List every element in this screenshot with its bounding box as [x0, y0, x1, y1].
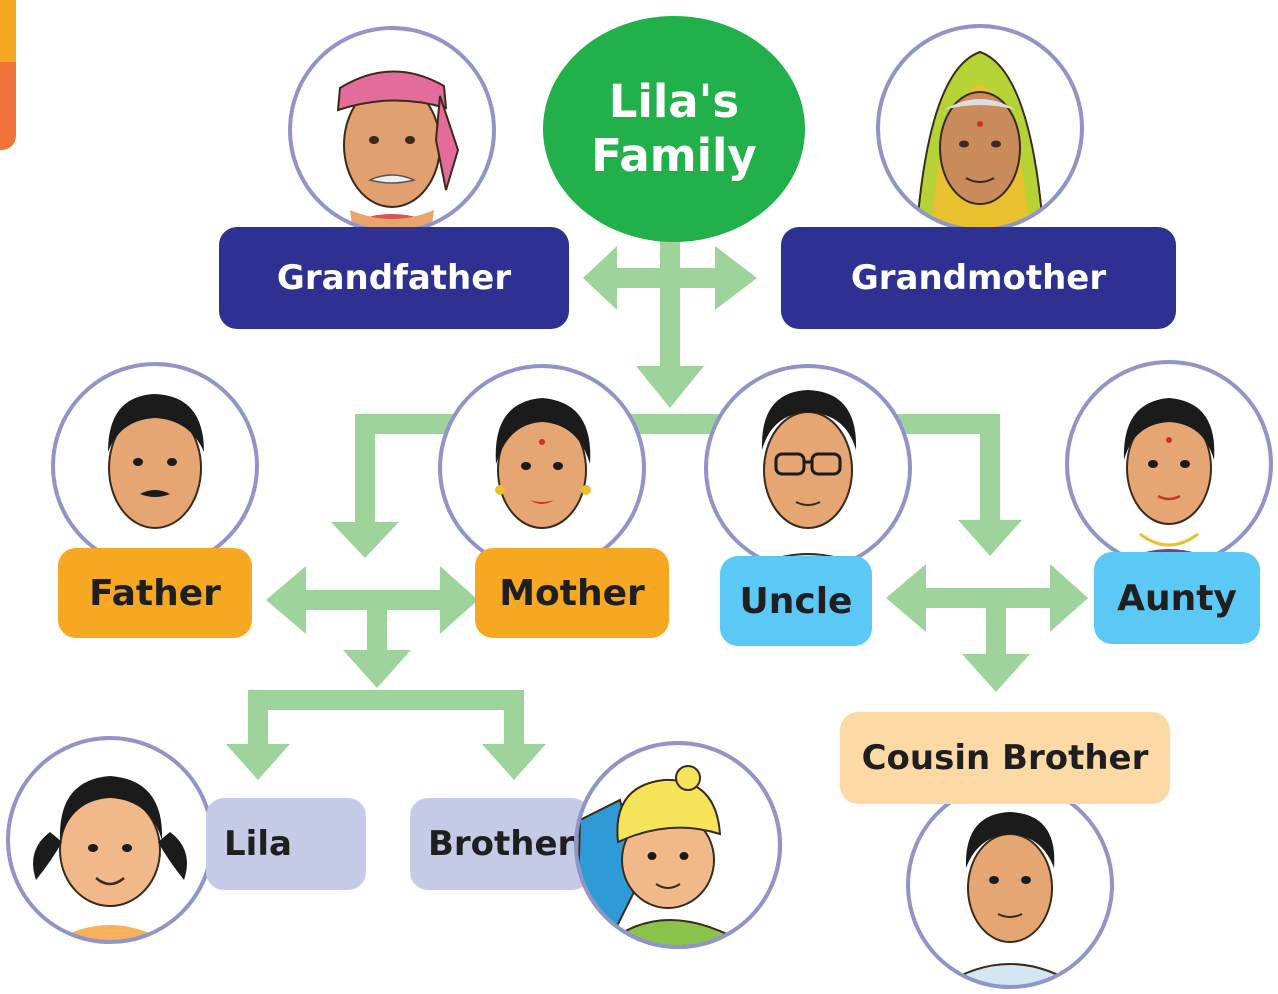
root-node-lilas-family: Lila's Family — [543, 16, 805, 242]
girl-pigtails-icon — [33, 776, 187, 942]
root-title-line1: Lila's — [608, 75, 740, 128]
father-label: Father — [58, 548, 252, 638]
cousin-brother-label: Cousin Brother — [840, 712, 1170, 804]
grandparents-marriage-arrow — [583, 240, 757, 408]
brother-label: Brother — [410, 798, 590, 890]
uncle-aunty-marriage-arrow — [886, 564, 1088, 692]
uncle-portrait — [704, 364, 912, 572]
children-bus — [226, 690, 546, 780]
mother-label: Mother — [475, 548, 669, 638]
grandmother-label: Grandmother — [781, 227, 1176, 329]
aunty-label: Aunty — [1094, 552, 1260, 644]
corner-tab — [0, 0, 16, 150]
lila-portrait — [6, 736, 214, 944]
grandfather-portrait — [288, 26, 496, 234]
aunty-portrait — [1065, 360, 1273, 568]
uncle-label: Uncle — [720, 556, 872, 646]
connector-arrows — [226, 240, 1088, 780]
parents-marriage-arrow — [266, 566, 478, 688]
elderly-woman-headscarf-icon — [914, 50, 1046, 230]
root-title-line2: Family — [591, 129, 757, 182]
grandmother-portrait — [876, 24, 1084, 232]
grandfather-label: Grandfather — [219, 227, 569, 329]
generation-bus — [331, 414, 1022, 558]
lila-label: Lila — [206, 798, 366, 890]
cousin-brother-portrait — [906, 781, 1114, 989]
brother-portrait — [574, 741, 782, 949]
